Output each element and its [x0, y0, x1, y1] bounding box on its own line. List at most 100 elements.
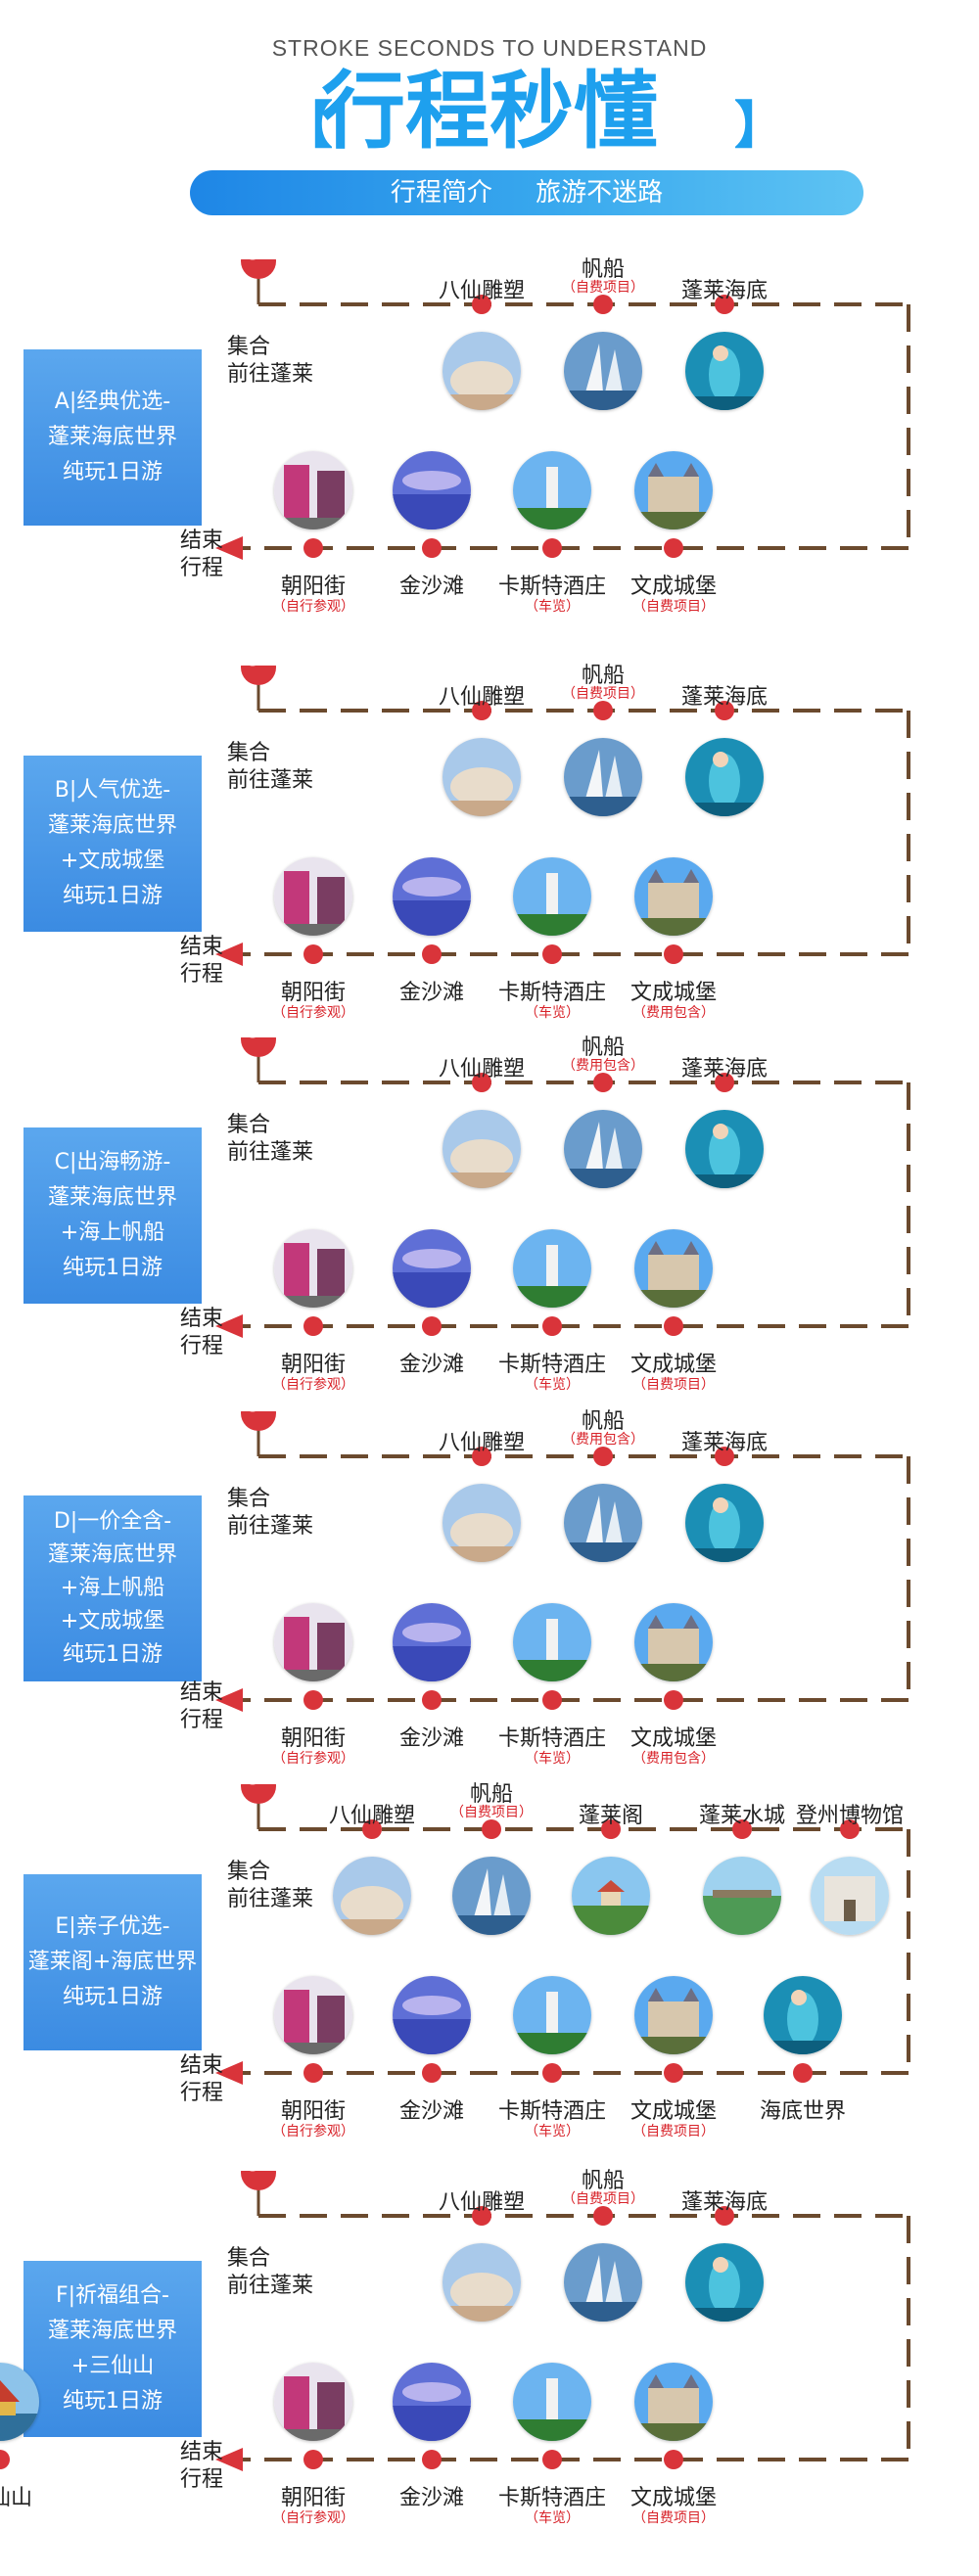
stop-name: 帆船 — [581, 257, 626, 282]
start-line-1: 集合 — [227, 741, 271, 765]
route-label-line: 蓬莱海底世界 — [47, 1185, 177, 1210]
stop-dot — [472, 295, 491, 314]
winery-photo — [513, 2363, 591, 2441]
route-label-line: 蓬莱海底世界 — [47, 813, 177, 838]
stop-note: （自费项目） — [562, 280, 644, 296]
mermaid-photo — [685, 1110, 764, 1188]
route-label-line: 蓬莱海底世界 — [47, 2319, 177, 2343]
stop-dot — [593, 1073, 613, 1092]
castle-photo — [634, 2363, 713, 2441]
stop-name: 蓬莱水城 — [698, 1804, 786, 1828]
stop-name: 文成城堡 — [629, 575, 718, 599]
stop-name: 朝阳街 — [280, 1353, 347, 1377]
start-pin-icon — [241, 2171, 276, 2190]
stop-dot — [664, 2450, 683, 2469]
beach-photo — [393, 857, 471, 936]
castle-photo — [634, 451, 713, 529]
pavilion-photo — [572, 1857, 650, 1935]
stop-note: （自费项目） — [632, 1377, 715, 1393]
end-line-1: 结束 — [180, 529, 224, 553]
sailboat-photo — [452, 1857, 531, 1935]
end-line-2: 行程 — [180, 1708, 224, 1732]
stop-name: 蓬莱海底 — [680, 279, 769, 303]
banner-left-text: 行程简介 — [390, 178, 492, 207]
stop-name: 金沙滩 — [398, 981, 465, 1005]
start-pin-icon — [241, 1037, 276, 1057]
end-arrow-icon — [215, 1688, 243, 1712]
street-photo — [274, 1229, 352, 1308]
stop-name: 朝阳街 — [280, 2099, 347, 2124]
end-arrow-icon — [215, 2448, 243, 2471]
stop-dot — [793, 2063, 813, 2083]
stop-name: 八仙雕塑 — [328, 1804, 416, 1828]
pin-highlight — [250, 259, 256, 260]
end-line-2: 行程 — [180, 1334, 224, 1358]
stop-name: 登州博物馆 — [795, 1804, 905, 1828]
stop-name: 文成城堡 — [629, 2486, 718, 2510]
stop-name: 朝阳街 — [280, 981, 347, 1005]
stop-name: 八仙雕塑 — [438, 279, 526, 303]
start-label: 集合前往蓬莱 — [227, 1859, 313, 1913]
start-pin-icon — [241, 666, 276, 685]
start-line-1: 集合 — [227, 2246, 271, 2271]
stop-dot — [593, 295, 613, 314]
beach-photo — [393, 451, 471, 529]
stop-note: （费用包含） — [562, 1432, 644, 1448]
stop-note: （车览） — [525, 1377, 580, 1393]
end-line-1: 结束 — [180, 935, 224, 959]
stop-note: （车览） — [525, 1751, 580, 1767]
stop-dot — [303, 944, 323, 964]
stop-dot — [422, 538, 442, 558]
sailboat-photo — [564, 1110, 642, 1188]
stop-note: （自行参观） — [272, 1005, 354, 1021]
stop-dot — [542, 944, 562, 964]
mermaid-photo — [685, 2243, 764, 2322]
end-line-1: 结束 — [180, 1680, 224, 1705]
stop-dot — [472, 701, 491, 720]
end-label: 结束行程 — [180, 1679, 223, 1734]
route-label-line: E|亲子优选- — [55, 1914, 170, 1939]
end-label: 结束行程 — [180, 2052, 223, 2107]
pin-highlight — [250, 1784, 256, 1785]
stop-note: （车览） — [525, 599, 580, 615]
pin-highlight — [250, 1411, 256, 1412]
end-line-1: 结束 — [180, 2440, 224, 2464]
stop-note: （自费项目） — [632, 2510, 715, 2526]
end-line-2: 行程 — [180, 556, 224, 580]
start-line-1: 集合 — [227, 335, 271, 359]
watertown-photo — [703, 1857, 781, 1935]
end-line-2: 行程 — [180, 962, 224, 987]
mermaid-photo — [685, 1484, 764, 1562]
route-label-line: 纯玩1日游 — [63, 2389, 163, 2414]
end-arrow-icon — [215, 536, 243, 560]
start-line-1: 集合 — [227, 1860, 271, 1884]
mermaid-photo — [685, 332, 764, 410]
header-subtitle: STROKE SECONDS TO UNDERSTAND — [271, 35, 708, 61]
stop-dot — [422, 1690, 442, 1710]
sailboat-photo — [564, 332, 642, 410]
stop-dot — [0, 2450, 10, 2469]
stop-name: 蓬莱海底 — [680, 1431, 769, 1455]
route-label-line: 纯玩1日游 — [63, 460, 163, 484]
route-label-line: 纯玩1日游 — [63, 1642, 163, 1667]
stop-dot — [715, 1073, 734, 1092]
pin-highlight — [250, 666, 256, 667]
stop-dot — [664, 1316, 683, 1336]
stop-dot — [664, 2063, 683, 2083]
stop-dot — [362, 1819, 382, 1839]
stop-dot — [840, 1819, 860, 1839]
stop-name: 海底世界 — [759, 2099, 847, 2124]
stop-dot — [422, 1316, 442, 1336]
stop-dot — [303, 2450, 323, 2469]
beach-photo — [393, 1603, 471, 1681]
stop-dot — [303, 1316, 323, 1336]
route-label: F|祈福组合-蓬莱海底世界+三仙山纯玩1日游 — [23, 2261, 202, 2437]
stop-note: （自费项目） — [450, 1805, 533, 1820]
route-label-line: 蓬莱阁+海底世界 — [27, 1950, 198, 1974]
stop-note: （自行参观） — [272, 1377, 354, 1393]
stop-note: （自行参观） — [272, 2124, 354, 2139]
stop-dot — [715, 1447, 734, 1466]
end-label: 结束行程 — [180, 934, 223, 989]
end-line-1: 结束 — [180, 1307, 224, 1331]
stop-name: 卡斯特酒庄 — [497, 2486, 607, 2510]
